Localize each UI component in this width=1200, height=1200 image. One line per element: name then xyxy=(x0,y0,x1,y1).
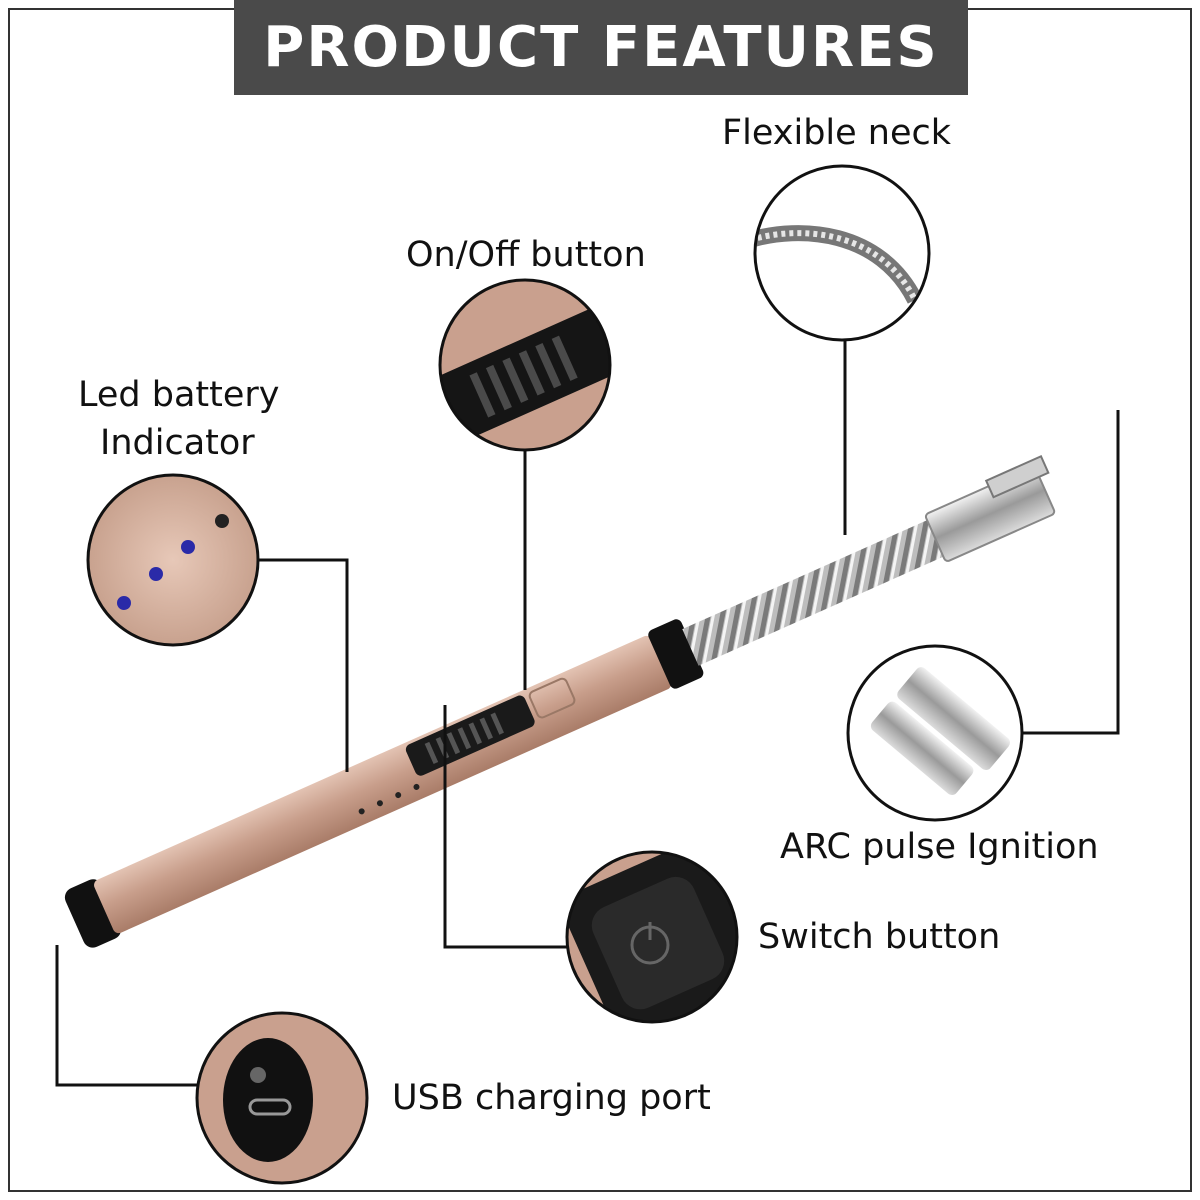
arc-ignition-detail-circle xyxy=(846,644,1024,822)
led-indicator-label-line2: Indicator xyxy=(100,423,255,463)
flexible-neck-detail-circle xyxy=(753,164,931,342)
led-indicator-label-line1: Led battery xyxy=(78,375,280,415)
usb-port-label: USB charging port xyxy=(392,1078,711,1118)
switch-button-label: Switch button xyxy=(758,917,1001,957)
led-indicator-detail-circle xyxy=(86,473,260,647)
arc-ignition-label: ARC pulse Ignition xyxy=(780,827,1099,867)
page-title: PRODUCT FEATURES xyxy=(263,15,939,80)
connector-lines xyxy=(55,340,1120,1087)
flexible-neck-label: Flexible neck xyxy=(722,113,952,153)
usb-port-detail-circle xyxy=(195,1011,369,1185)
lighter-body xyxy=(64,455,1056,948)
switch-button-detail-circle xyxy=(565,850,739,1024)
header-banner: PRODUCT FEATURES xyxy=(234,0,968,95)
on-off-button-detail-circle xyxy=(438,278,612,452)
on-off-button-label: On/Off button xyxy=(406,235,646,275)
